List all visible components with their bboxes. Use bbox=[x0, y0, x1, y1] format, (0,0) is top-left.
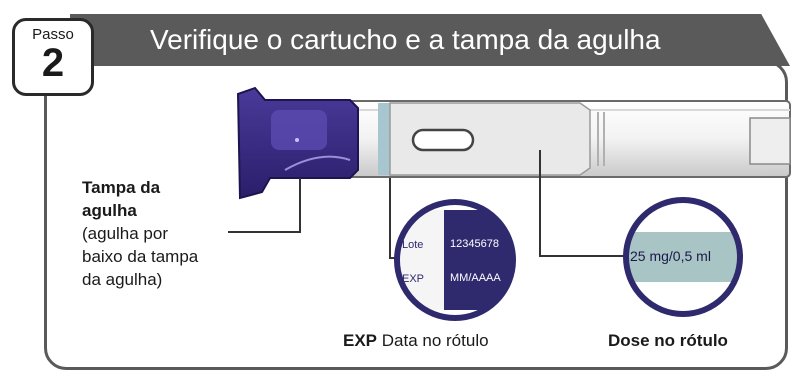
header-bar bbox=[70, 14, 790, 66]
cartridge-window bbox=[378, 103, 390, 175]
exp-caption-bold: EXP bbox=[343, 331, 378, 350]
needle-cap-note-line1: (agulha por bbox=[82, 224, 169, 243]
needle-cap bbox=[236, 86, 359, 200]
step-label: Passo bbox=[32, 26, 74, 43]
lot-value: 12345678 bbox=[450, 238, 499, 250]
dose-zoom: 25 mg/0,5 ml bbox=[623, 197, 743, 317]
pen-body bbox=[339, 100, 791, 178]
lot-exp-zoom: Lote 12345678 EXP MM/AAAA bbox=[394, 199, 516, 321]
lot-label: Lote bbox=[402, 239, 423, 251]
dose-value: 25 mg/0,5 ml bbox=[630, 248, 711, 264]
exp-caption-rest: Data no rótulo bbox=[377, 331, 489, 350]
exp-label: EXP bbox=[402, 273, 424, 285]
step-number: 2 bbox=[41, 41, 65, 85]
inspection-window-slot bbox=[411, 128, 475, 152]
exp-caption: EXP Data no rótulo bbox=[343, 329, 489, 352]
needle-cap-title-line1: Tampa da bbox=[82, 178, 161, 197]
dose-caption: Dose no rótulo bbox=[608, 331, 728, 350]
step-badge: Passo 2 bbox=[12, 18, 94, 96]
header-title: Verifique o cartucho e a tampa da agulha bbox=[150, 24, 661, 55]
needle-cap-note-line2: baixo da tampa bbox=[82, 247, 199, 266]
needle-cap-note-line3: da agulha) bbox=[82, 270, 163, 289]
needle-cap-title-line2: agulha bbox=[82, 201, 137, 220]
exp-value: MM/AAAA bbox=[450, 272, 501, 284]
